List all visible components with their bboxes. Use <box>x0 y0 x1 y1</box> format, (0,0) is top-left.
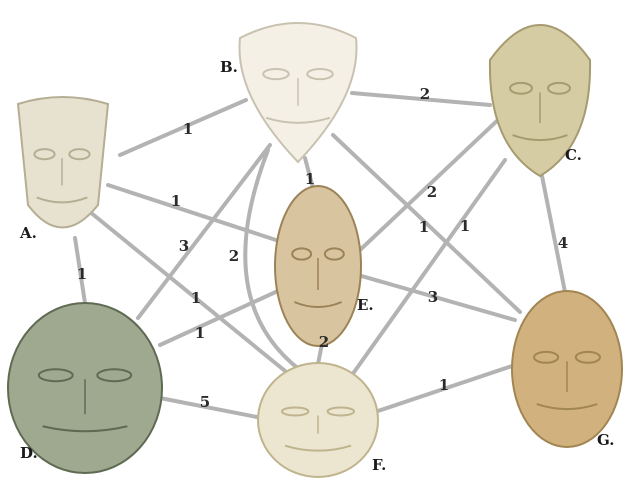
edge-weight-c-e: 2 <box>427 183 437 201</box>
edge-weight-b-d: 3 <box>179 237 189 255</box>
edge-weight-a-d: 1 <box>77 265 87 283</box>
mask-node-g <box>512 291 622 447</box>
edge-weight-e-f: 2 <box>319 333 329 351</box>
edge-weight-a-f: 1 <box>191 289 201 307</box>
edge-weight-c-f: 1 <box>460 217 470 235</box>
edge-weight-a-e: 1 <box>171 192 181 210</box>
node-label-d: D. <box>20 444 38 462</box>
node-label-a: A. <box>19 224 37 242</box>
edge-d-e <box>160 290 280 345</box>
mask-node-f <box>258 363 378 477</box>
node-label-b: B. <box>220 58 238 76</box>
edge-weight-b-e: 1 <box>305 170 315 188</box>
edge-weight-f-g: 1 <box>439 376 449 394</box>
edge-weight-b-f: 2 <box>229 247 239 265</box>
mask-node-a <box>18 97 108 228</box>
edge-weight-d-f: 5 <box>200 393 210 411</box>
mask-a-face <box>18 97 108 228</box>
edge-d-f <box>160 398 262 418</box>
edge-weight-c-g: 4 <box>558 234 568 252</box>
edge-weight-d-e: 1 <box>195 324 205 342</box>
edge-weight-e-g: 3 <box>428 288 438 306</box>
node-label-g: G. <box>597 431 615 449</box>
node-label-e: E. <box>357 296 374 314</box>
node-label-f: F. <box>372 456 386 474</box>
edge-weight-b-c: 2 <box>420 85 430 103</box>
edge-weight-b-g: 1 <box>419 218 429 236</box>
nodes-layer <box>8 23 622 477</box>
edge-weight-a-b: 1 <box>183 120 193 138</box>
mask-node-e <box>275 186 361 346</box>
node-label-c: C. <box>565 146 582 164</box>
